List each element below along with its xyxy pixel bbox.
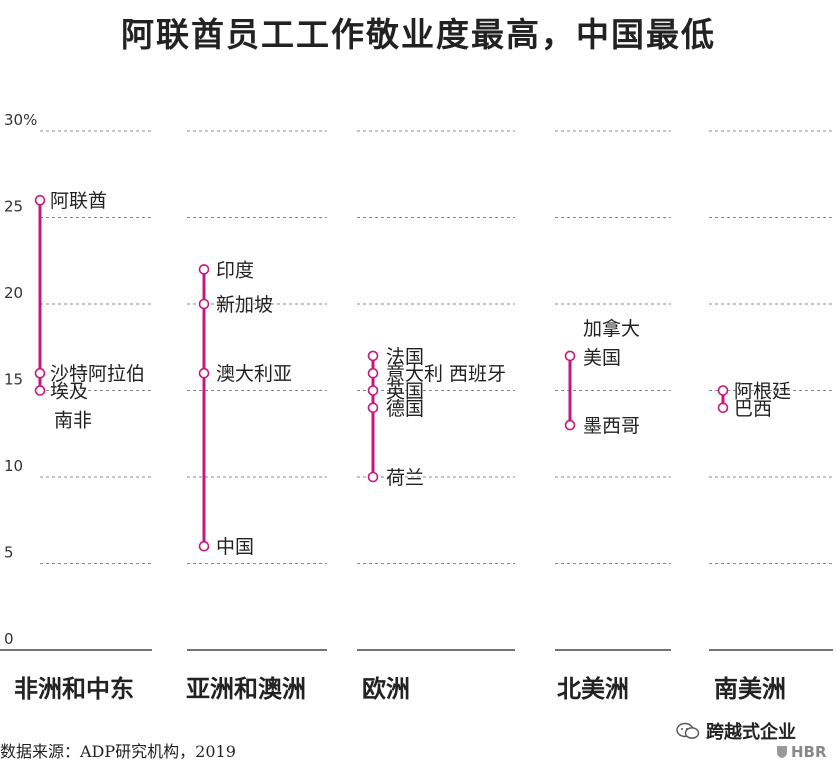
country-label: 南非: [54, 410, 92, 432]
country-label: 德国: [386, 398, 424, 420]
data-point: [198, 264, 210, 275]
country-label: 加拿大: [583, 317, 640, 340]
region-label: 亚洲和澳洲: [186, 675, 306, 703]
y-tick-label: 15: [4, 371, 23, 389]
region-label: 非洲和中东: [14, 675, 134, 703]
country-label: 意大利 西班牙: [386, 363, 506, 385]
data-point: [367, 350, 379, 362]
data-point: [198, 367, 210, 379]
y-tick-label: 20: [4, 284, 23, 302]
y-tick-label: 30%: [4, 111, 37, 129]
country-label: 美国: [583, 347, 621, 369]
brand-text: HBR: [791, 743, 827, 761]
data-point: [367, 471, 379, 483]
data-point: [198, 298, 210, 310]
data-point: [34, 194, 46, 206]
data-point: [564, 419, 576, 431]
y-tick-label: 5: [4, 544, 14, 562]
region-labels: 非洲和中东 亚洲和澳洲 欧洲 北美洲 南美洲: [14, 675, 786, 703]
region-label: 南美洲: [714, 675, 786, 703]
country-label: 英国: [386, 381, 424, 403]
source-note: 数据来源：ADP研究机构，2019: [0, 742, 236, 761]
country-label: 中国: [216, 536, 254, 558]
country-label: 阿根廷: [734, 381, 791, 403]
country-label: 埃及: [50, 381, 88, 403]
y-tick-label: 0: [4, 630, 14, 648]
country-label: 巴西: [734, 398, 772, 420]
data-point: [198, 540, 210, 552]
country-label: 印度: [216, 259, 254, 281]
watermark-text: 跨越式企业: [706, 722, 796, 743]
wechat-watermark: 跨越式企业: [676, 718, 796, 744]
data-point: [367, 402, 379, 414]
y-tick-label: 10: [4, 457, 23, 475]
region-label: 北美洲: [557, 675, 629, 703]
data-point: [34, 367, 46, 379]
country-label: 荷兰: [386, 467, 424, 489]
country-label: 新加坡: [216, 294, 273, 316]
data-point: [717, 402, 729, 414]
country-label: 沙特阿拉伯: [50, 363, 145, 385]
brand-mark: HBR: [776, 743, 827, 761]
y-tick-label: 25: [4, 198, 23, 216]
region-label: 欧洲: [362, 675, 410, 703]
wechat-icon: [676, 722, 700, 739]
data-point: [34, 385, 46, 396]
shield-icon: [777, 746, 787, 758]
country-label: 阿联酋: [50, 190, 107, 212]
data-point: [564, 350, 576, 362]
country-label: 墨西哥: [583, 415, 640, 437]
y-axis-ticks: 0 5 10 15 20 25 30%: [4, 111, 37, 648]
gridlines: [0, 130, 833, 651]
data-point: [367, 385, 379, 396]
country-label: 法国: [386, 346, 424, 368]
data-point: [367, 367, 379, 379]
chart-title: 阿联酋员工工作敬业度最高，中国最低: [121, 15, 716, 54]
country-label: 澳大利亚: [216, 363, 292, 385]
data-point: [717, 385, 729, 396]
